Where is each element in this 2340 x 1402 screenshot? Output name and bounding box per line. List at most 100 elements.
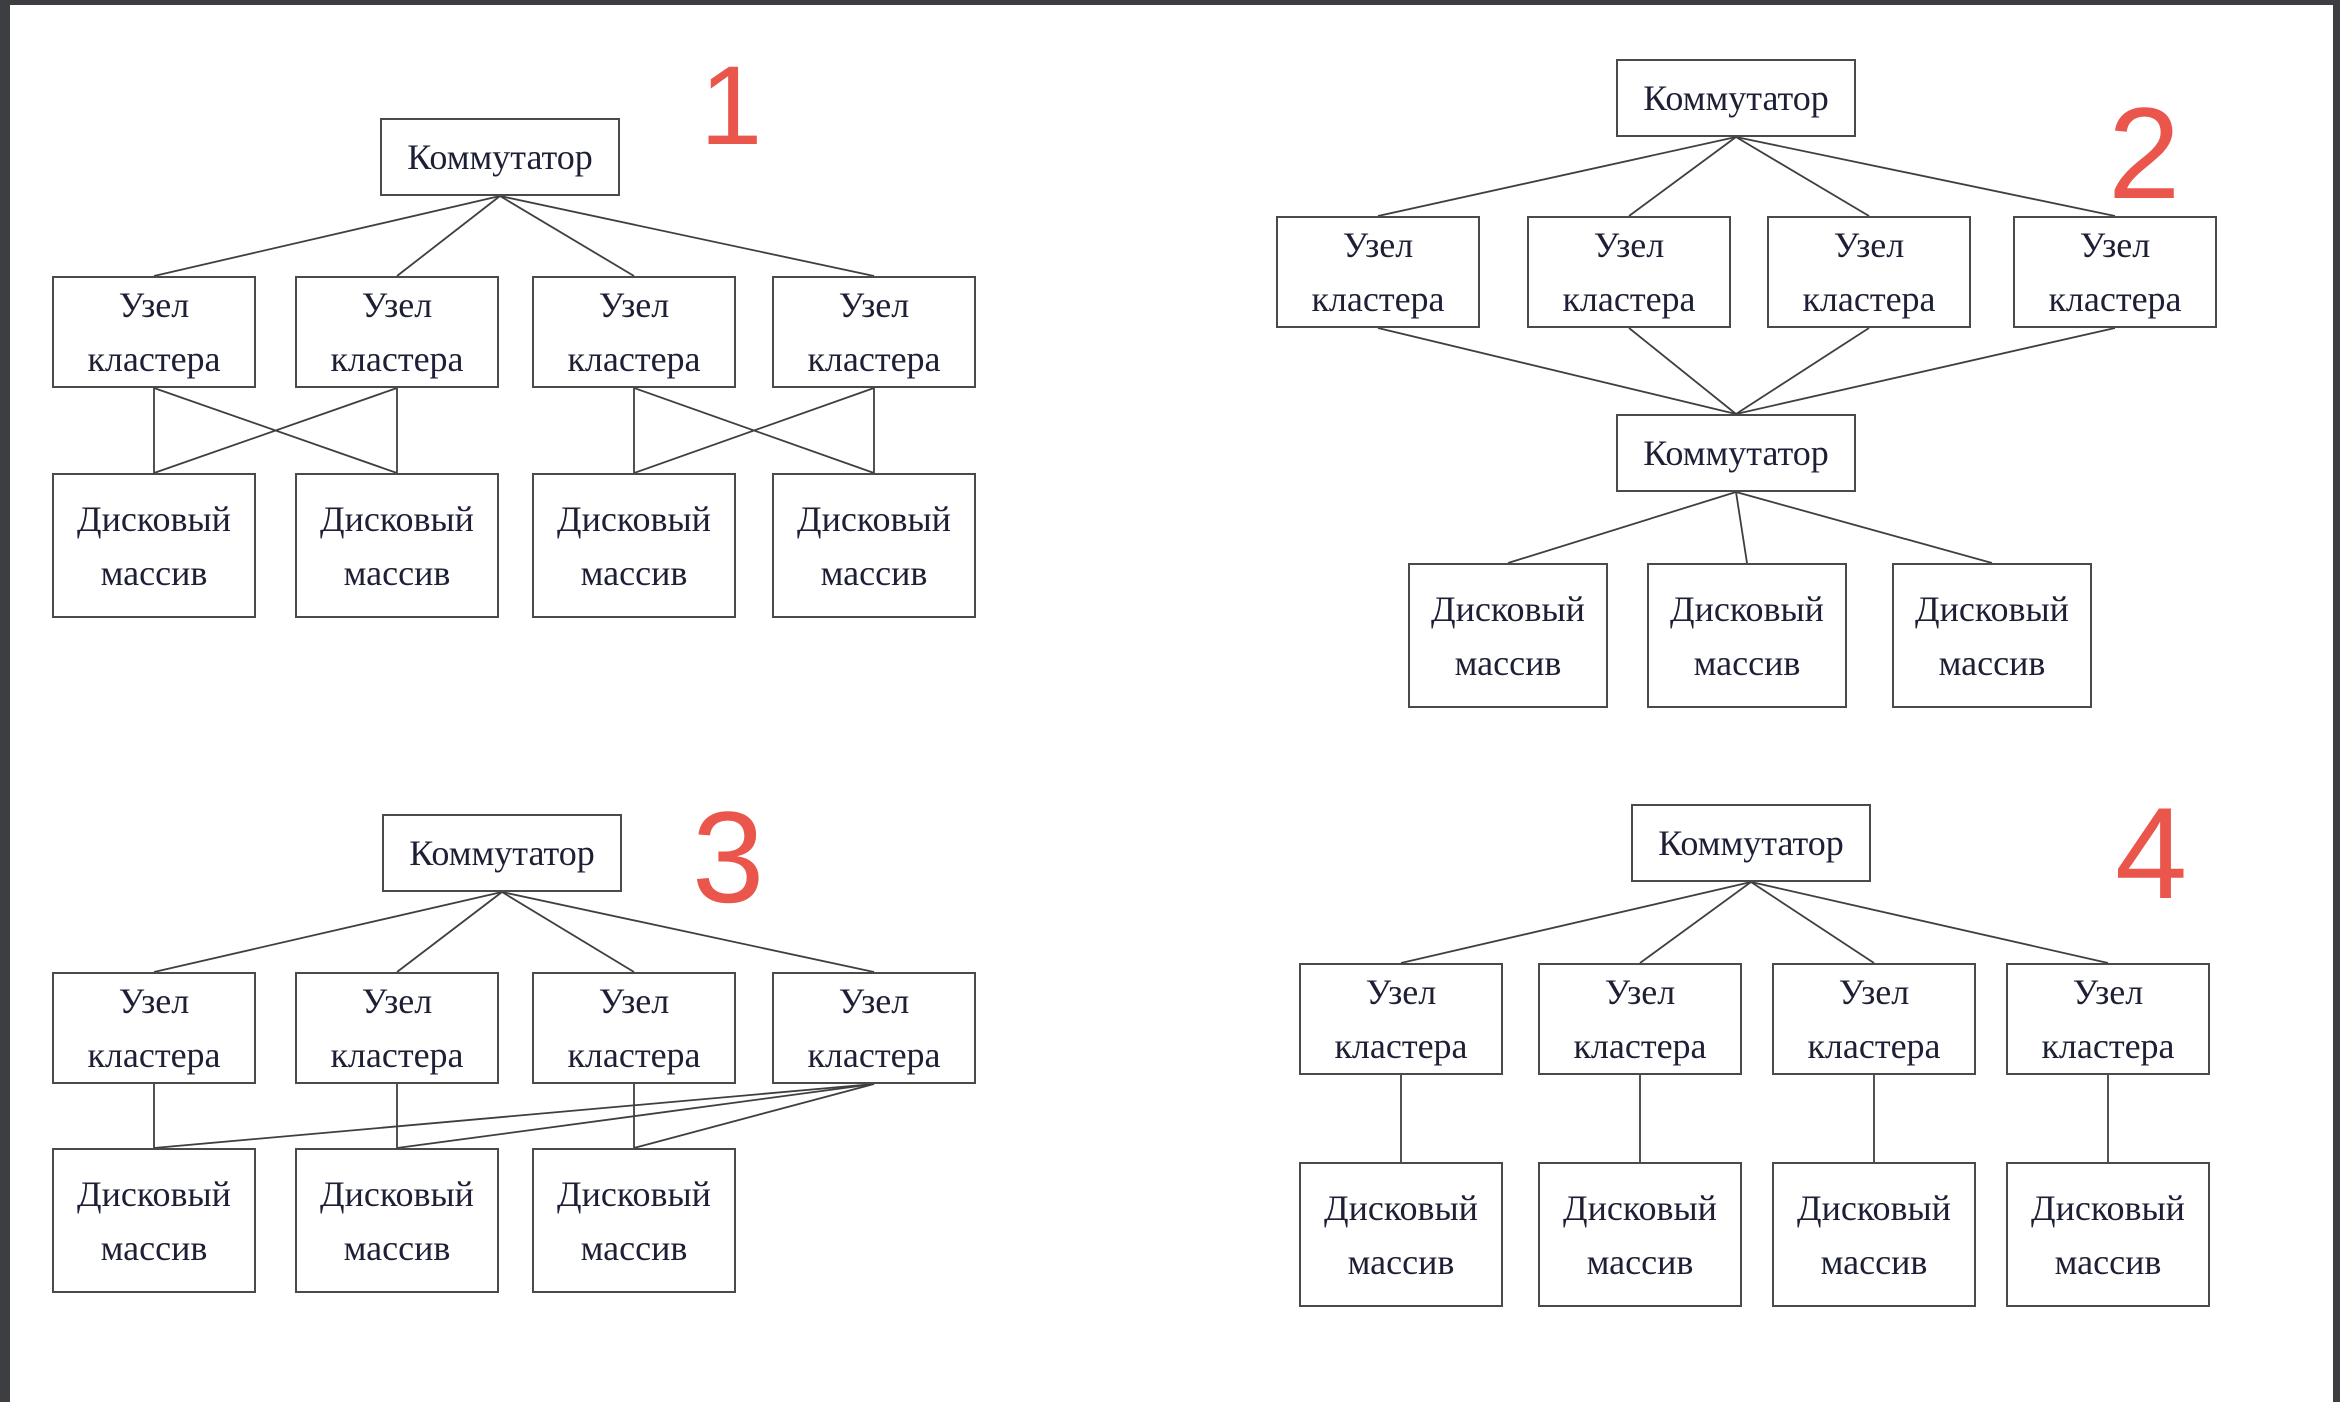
- diagram-number-3: 3: [692, 784, 765, 930]
- box-label-line: Дисковый: [797, 498, 951, 539]
- box-label-line: Дисковый: [77, 498, 231, 539]
- cluster-node-box: Узел кластера: [532, 276, 736, 388]
- box-label-line: массив: [1347, 1241, 1455, 1282]
- box-label-line: кластера: [567, 339, 701, 379]
- box-label-line: кластера: [1562, 279, 1696, 319]
- box-label-line: Дисковый: [557, 1173, 711, 1214]
- disk-array-box: Дисковый массив: [295, 1148, 499, 1293]
- box-label-line: кластера: [87, 339, 221, 379]
- cluster-node-box: Узел кластера: [1527, 216, 1731, 328]
- box-label-line: Узел: [1833, 225, 1905, 265]
- box-label-line: массив: [2054, 1241, 2162, 1282]
- cluster-node-box: Узел кластера: [1538, 963, 1742, 1075]
- box-label-line: кластера: [1807, 1026, 1941, 1066]
- box-label-line: Дисковый: [1324, 1187, 1478, 1228]
- box-label-line: Дисковый: [320, 1173, 474, 1214]
- box-label-line: массив: [820, 552, 928, 593]
- box-label-line: Узел: [361, 285, 433, 325]
- diagram-1: Коммутатор Узел кластера Узел кластера У…: [40, 100, 1000, 640]
- cluster-node-box: Узел кластера: [52, 972, 256, 1084]
- cluster-node-box: Узел кластера: [532, 972, 736, 1084]
- box-label-line: Дисковый: [77, 1173, 231, 1214]
- box-label-line: массив: [1938, 642, 2046, 683]
- switch-box: Коммутатор: [380, 118, 620, 196]
- box-label-line: кластера: [807, 339, 941, 379]
- box-label-line: кластера: [2048, 279, 2182, 319]
- box-label-line: Узел: [1838, 972, 1910, 1012]
- disk-array-box: Дисковый массив: [52, 1148, 256, 1293]
- box-label-line: массив: [343, 1227, 451, 1268]
- box-label-line: Узел: [2079, 225, 2151, 265]
- box-label: Коммутатор: [1658, 823, 1844, 863]
- cluster-node-box: Узел кластера: [1767, 216, 1971, 328]
- box-label-line: Узел: [1593, 225, 1665, 265]
- cluster-node-box: Узел кластера: [1299, 963, 1503, 1075]
- box-label-line: Узел: [838, 981, 910, 1021]
- disk-array-box: Дисковый массив: [532, 1148, 736, 1293]
- disk-array-box: Дисковый массив: [52, 473, 256, 618]
- box-label-line: Узел: [1365, 972, 1437, 1012]
- box-label-line: Дисковый: [1670, 588, 1824, 629]
- box-label-line: Узел: [838, 285, 910, 325]
- switch-box: Коммутатор: [1616, 414, 1856, 492]
- box-label-line: Дисковый: [320, 498, 474, 539]
- disk-array-box: Дисковый массив: [2006, 1162, 2210, 1307]
- box-label-line: кластера: [1334, 1026, 1468, 1066]
- box-label-line: кластера: [87, 1035, 221, 1075]
- disk-array-box: Дисковый массив: [1892, 563, 2092, 708]
- box-label-line: Узел: [1342, 225, 1414, 265]
- cluster-node-box: Узел кластера: [772, 276, 976, 388]
- box-label-line: Узел: [1604, 972, 1676, 1012]
- box-label: Коммутатор: [1643, 433, 1829, 473]
- box-label-line: массив: [343, 552, 451, 593]
- box-label-line: массив: [1586, 1241, 1694, 1282]
- disk-array-box: Дисковый массив: [772, 473, 976, 618]
- box-label-line: массив: [580, 552, 688, 593]
- box-label-line: кластера: [330, 339, 464, 379]
- box-label-line: Дисковый: [1915, 588, 2069, 629]
- disk-array-box: Дисковый массив: [532, 473, 736, 618]
- box-label-line: Узел: [361, 981, 433, 1021]
- box-label: Коммутатор: [407, 137, 593, 177]
- cluster-node-box: Узел кластера: [52, 276, 256, 388]
- box-label-line: массив: [1693, 642, 1801, 683]
- box-label-line: Узел: [118, 285, 190, 325]
- box-label-line: кластера: [807, 1035, 941, 1075]
- box-label-line: Дисковый: [1797, 1187, 1951, 1228]
- diagram-number-4: 4: [2115, 780, 2188, 926]
- box-label-line: Узел: [598, 981, 670, 1021]
- box-label-line: кластера: [1573, 1026, 1707, 1066]
- box-label-line: массив: [580, 1227, 688, 1268]
- diagram-3: Коммутатор Узел кластера Узел кластера У…: [40, 790, 1000, 1330]
- disk-array-box: Дисковый массив: [1408, 563, 1608, 708]
- box-label-line: массив: [1454, 642, 1562, 683]
- box-label-line: Узел: [598, 285, 670, 325]
- box-label-line: массив: [100, 1227, 208, 1268]
- disk-array-box: Дисковый массив: [1299, 1162, 1503, 1307]
- cluster-node-box: Узел кластера: [772, 972, 976, 1084]
- disk-array-box: Дисковый массив: [1538, 1162, 1742, 1307]
- box-label-line: Узел: [2072, 972, 2144, 1012]
- cluster-node-box: Узел кластера: [2013, 216, 2217, 328]
- box-label-line: кластера: [1802, 279, 1936, 319]
- switch-box: Коммутатор: [382, 814, 622, 892]
- switch-box: Коммутатор: [1616, 59, 1856, 137]
- cluster-node-box: Узел кластера: [1276, 216, 1480, 328]
- box-label-line: кластера: [2041, 1026, 2175, 1066]
- box-label-line: массив: [1820, 1241, 1928, 1282]
- box-label: Коммутатор: [409, 833, 595, 873]
- diagram-number-2: 2: [2108, 80, 2181, 226]
- box-label-line: Дисковый: [1563, 1187, 1717, 1228]
- box-label-line: кластера: [330, 1035, 464, 1075]
- box-label-line: Дисковый: [2031, 1187, 2185, 1228]
- disk-array-box: Дисковый массив: [1647, 563, 1847, 708]
- box-label-line: Узел: [118, 981, 190, 1021]
- box-label-line: Дисковый: [1431, 588, 1585, 629]
- cluster-node-box: Узел кластера: [295, 972, 499, 1084]
- disk-array-box: Дисковый массив: [295, 473, 499, 618]
- cluster-node-box: Узел кластера: [1772, 963, 1976, 1075]
- switch-box: Коммутатор: [1631, 804, 1871, 882]
- cluster-node-box: Узел кластера: [2006, 963, 2210, 1075]
- cluster-node-box: Узел кластера: [295, 276, 499, 388]
